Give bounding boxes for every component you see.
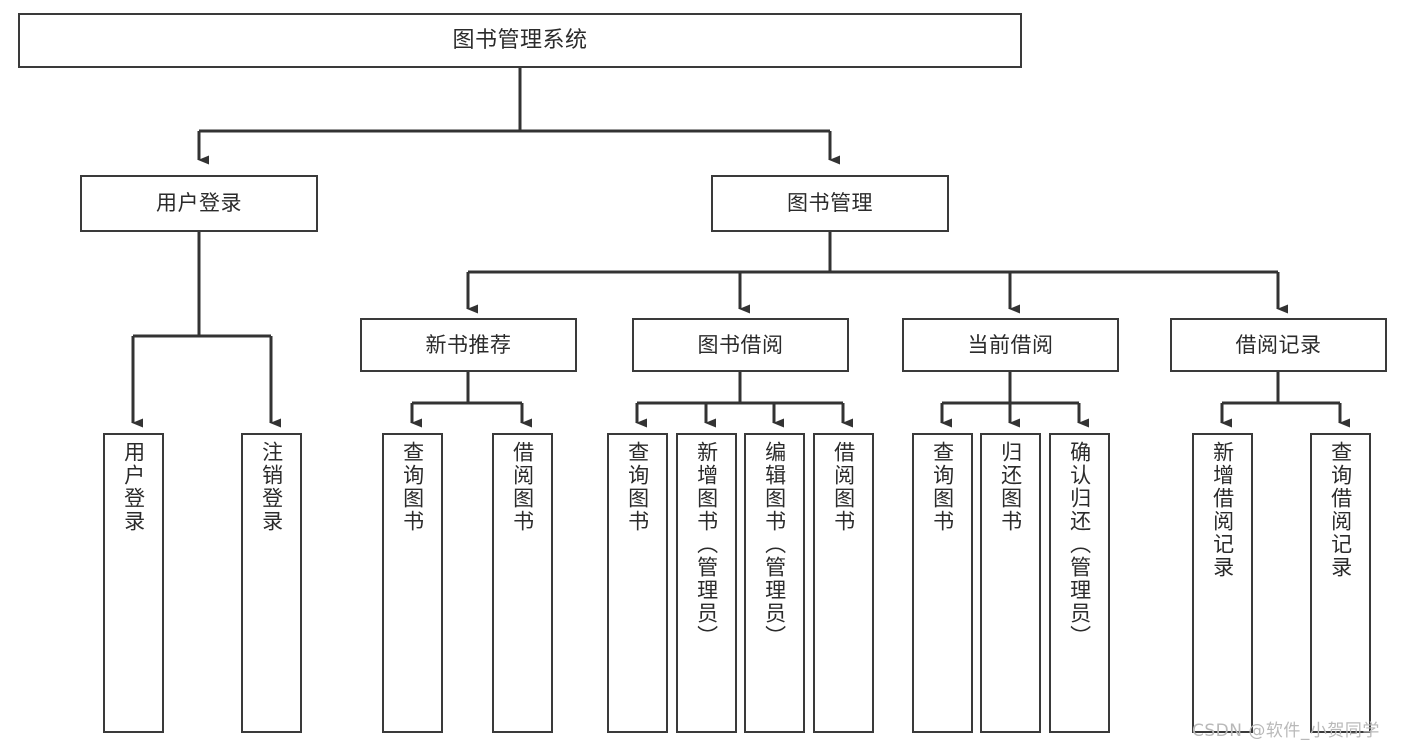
node-book-management[interactable]: 图书管理 bbox=[711, 175, 949, 232]
node-label: 查询图书 bbox=[625, 441, 650, 533]
node-new-book-recommend[interactable]: 新书推荐 bbox=[360, 318, 577, 372]
node-label: 查询图书 bbox=[400, 441, 425, 533]
node-label: 图书管理系统 bbox=[452, 27, 588, 53]
leaf-query-book-current[interactable]: 查询图书 bbox=[912, 433, 973, 733]
node-label: 注销登录 bbox=[259, 441, 284, 533]
node-current-borrow[interactable]: 当前借阅 bbox=[902, 318, 1119, 372]
leaf-query-book-new-recommend[interactable]: 查询图书 bbox=[382, 433, 443, 733]
leaf-return-book[interactable]: 归还图书 bbox=[980, 433, 1041, 733]
node-book-borrow[interactable]: 图书借阅 bbox=[632, 318, 849, 372]
node-label: 确认归还（管理员） bbox=[1067, 441, 1092, 648]
leaf-borrow-book-new-recommend[interactable]: 借阅图书 bbox=[492, 433, 553, 733]
node-label: 当前借阅 bbox=[967, 332, 1054, 357]
leaf-user-login[interactable]: 用户登录 bbox=[103, 433, 164, 733]
leaf-query-borrow-record[interactable]: 查询借阅记录 bbox=[1310, 433, 1371, 733]
node-label: 新增图书（管理员） bbox=[694, 441, 719, 648]
leaf-borrow-book[interactable]: 借阅图书 bbox=[813, 433, 874, 733]
node-label: 图书借阅 bbox=[697, 332, 784, 357]
node-label: 新书推荐 bbox=[425, 332, 512, 357]
node-label: 借阅记录 bbox=[1235, 332, 1322, 357]
node-borrow-record[interactable]: 借阅记录 bbox=[1170, 318, 1387, 372]
leaf-edit-book-admin[interactable]: 编辑图书（管理员） bbox=[744, 433, 805, 733]
leaf-add-book-admin[interactable]: 新增图书（管理员） bbox=[676, 433, 737, 733]
node-user-login[interactable]: 用户登录 bbox=[80, 175, 318, 232]
node-label: 用户登录 bbox=[121, 441, 146, 533]
leaf-logout-login[interactable]: 注销登录 bbox=[241, 433, 302, 733]
node-label: 归还图书 bbox=[998, 441, 1023, 533]
node-label: 新增借阅记录 bbox=[1210, 441, 1235, 579]
leaf-add-borrow-record[interactable]: 新增借阅记录 bbox=[1192, 433, 1253, 733]
node-label: 查询图书 bbox=[930, 441, 955, 533]
leaf-confirm-return-admin[interactable]: 确认归还（管理员） bbox=[1049, 433, 1110, 733]
leaf-query-book-borrow[interactable]: 查询图书 bbox=[607, 433, 668, 733]
node-label: 用户登录 bbox=[156, 191, 242, 216]
node-root-book-management-system[interactable]: 图书管理系统 bbox=[18, 13, 1022, 68]
node-label: 查询借阅记录 bbox=[1328, 441, 1353, 579]
node-label: 借阅图书 bbox=[831, 441, 856, 533]
node-label: 图书管理 bbox=[787, 191, 873, 216]
node-label: 借阅图书 bbox=[510, 441, 535, 533]
node-label: 编辑图书（管理员） bbox=[762, 441, 787, 648]
